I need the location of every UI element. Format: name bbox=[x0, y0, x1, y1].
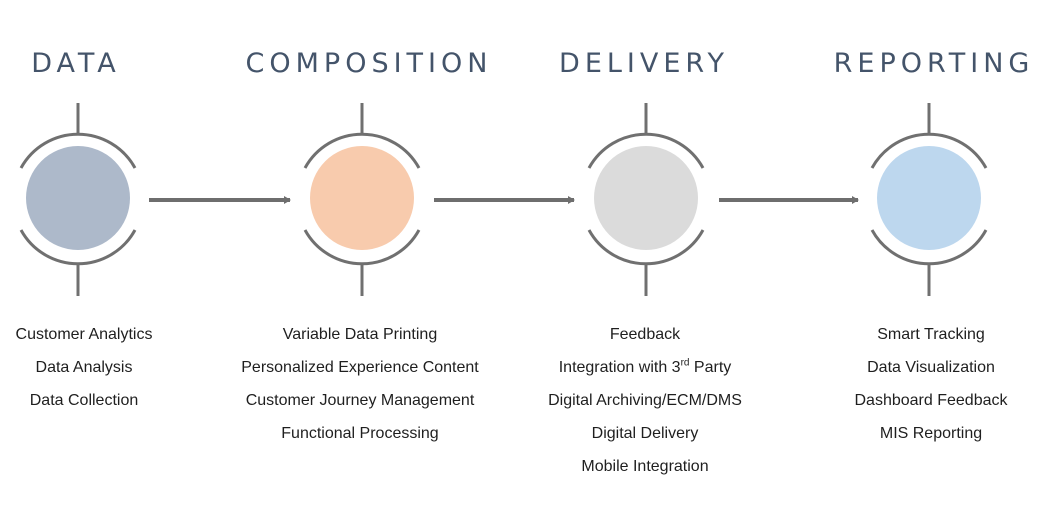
list-item-text-after: Party bbox=[689, 359, 732, 376]
list-item: Dashboard Feedback bbox=[854, 392, 1008, 409]
ring-arc-bottom bbox=[587, 229, 705, 266]
arrowhead-data-composition bbox=[284, 196, 291, 204]
stage-title-reporting: REPORTING bbox=[833, 48, 1035, 79]
ring-arc-top bbox=[870, 132, 988, 169]
arrowhead-composition-delivery bbox=[568, 196, 575, 204]
superscript-suffix: rd bbox=[680, 357, 690, 369]
list-item: Feedback bbox=[609, 326, 681, 343]
item-list-data: Customer Analytics Data Analysis Data Co… bbox=[0, 318, 234, 417]
list-item: Data Collection bbox=[29, 392, 139, 409]
stage-title-delivery: DELIVERY bbox=[559, 48, 729, 79]
list-item: Customer Journey Management bbox=[245, 392, 475, 409]
ring-arc-bottom bbox=[870, 229, 988, 266]
list-item: Data Analysis bbox=[35, 359, 133, 376]
list-item: Digital Archiving/ECM/DMS bbox=[548, 392, 742, 409]
item-list-delivery: Feedback Integration with 3rd Party Digi… bbox=[495, 318, 795, 483]
stage-node-reporting bbox=[870, 103, 988, 296]
stage-title-data: DATA bbox=[31, 48, 121, 79]
list-item: Data Visualization bbox=[867, 359, 995, 376]
ring-arc-bottom bbox=[303, 229, 421, 266]
arrowhead-delivery-reporting bbox=[852, 196, 859, 204]
list-item: Digital Delivery bbox=[591, 425, 699, 442]
ring-arc-top bbox=[587, 132, 705, 169]
list-item: Integration with 3rd Party bbox=[495, 351, 795, 384]
stage-node-data bbox=[19, 103, 137, 296]
item-list-composition: Variable Data Printing Personalized Expe… bbox=[210, 318, 510, 450]
item-list-reporting: Smart Tracking Data Visualization Dashbo… bbox=[781, 318, 1051, 450]
stage-circle-data bbox=[26, 146, 130, 250]
list-item: Mobile Integration bbox=[581, 458, 709, 475]
list-item: Functional Processing bbox=[281, 425, 439, 442]
stage-circle-composition bbox=[310, 146, 414, 250]
ring-arc-bottom bbox=[19, 229, 137, 266]
list-item: Personalized Experience Content bbox=[241, 359, 479, 376]
list-item: MIS Reporting bbox=[879, 425, 983, 442]
ring-arc-top bbox=[19, 132, 137, 169]
ring-arc-top bbox=[303, 132, 421, 169]
stage-circle-reporting bbox=[877, 146, 981, 250]
list-item: Variable Data Printing bbox=[282, 326, 438, 343]
list-item-text: Integration with 3 bbox=[558, 359, 681, 376]
stage-title-composition: COMPOSITION bbox=[245, 48, 493, 79]
stage-circle-delivery bbox=[594, 146, 698, 250]
stage-node-delivery bbox=[587, 103, 705, 296]
list-item: Customer Analytics bbox=[15, 326, 153, 343]
stage-node-composition bbox=[303, 103, 421, 296]
list-item: Smart Tracking bbox=[877, 326, 985, 343]
